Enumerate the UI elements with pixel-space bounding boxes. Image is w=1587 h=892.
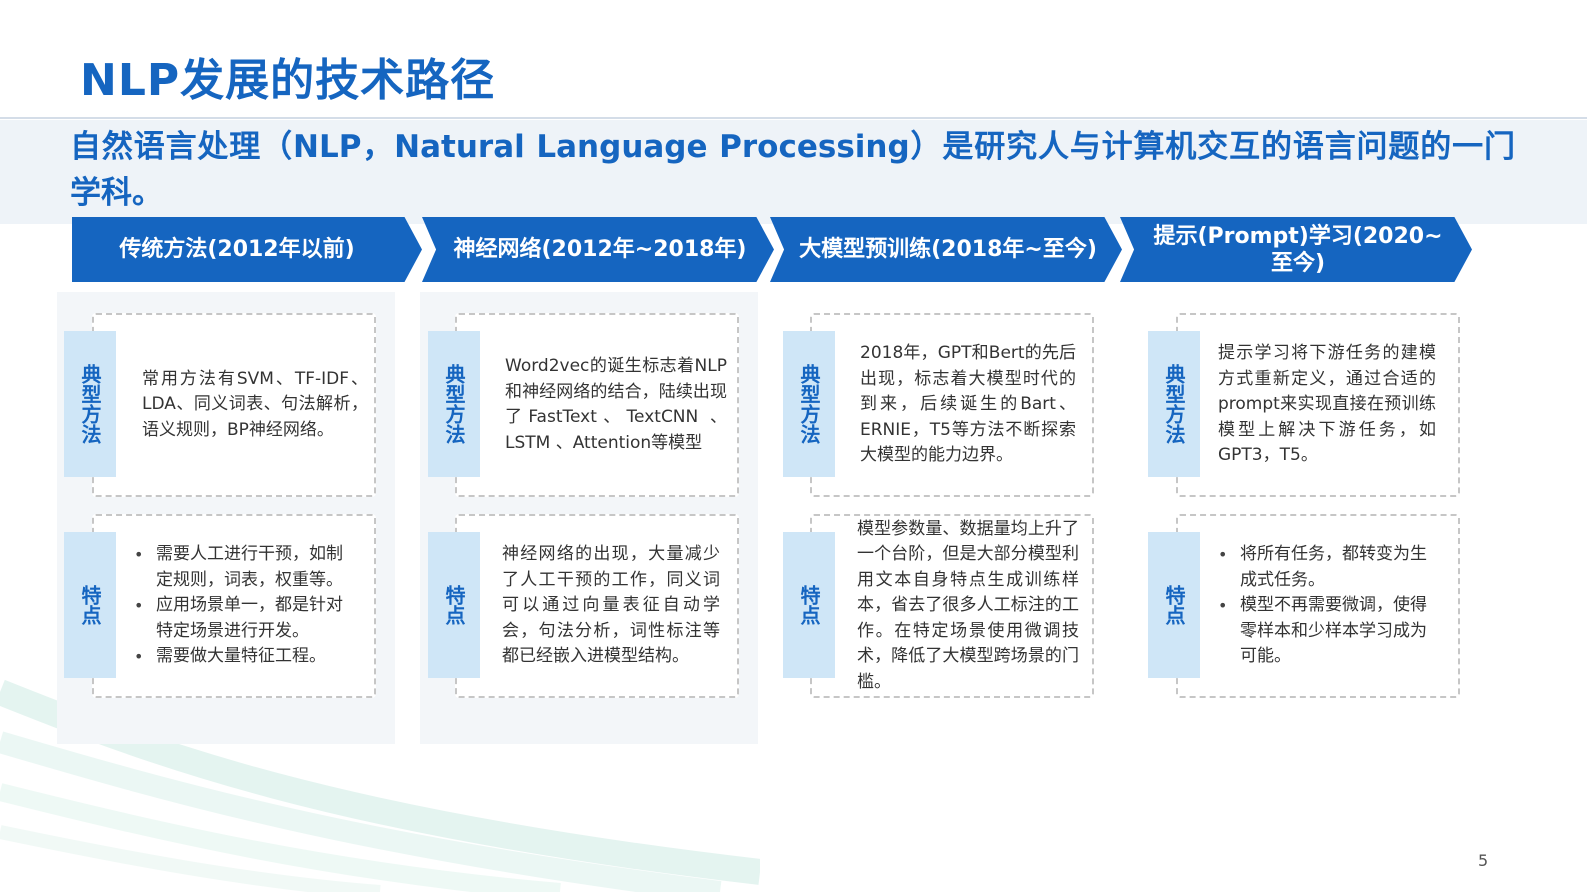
stage-2-feature-text: 神经网络的出现，大量减少了人工干预的工作，同义词可以通过向量表征自动学会，句法分… [502,544,720,667]
stage-3-method-box [810,313,1094,497]
stage-2-method-text: Word2vec的诞生标志着NLP和神经网络的结合，陆续出现了FastText、… [505,356,727,453]
list-item: 应用场景单一，都是针对特定场景进行开发。 [132,593,358,644]
page-number: 5 [1478,851,1489,870]
subtitle-band [0,120,1587,224]
stage-2-method-box [455,313,739,497]
stage-1-feature-tag: 特点 [64,532,116,678]
subtitle-definition: 自然语言处理（NLP，Natural Language Processing）是… [70,129,1515,211]
stage-1-method-box [92,313,376,497]
list-item: 模型不再需要微调，使得零样本和少样本学习成为可能。 [1216,593,1438,670]
list-item: 需要做大量特征工程。 [132,644,358,670]
stage-4-header: 提示(Prompt)学习(2020~至今) [1120,217,1472,282]
stage-1-method-tag: 典型方法 [64,331,116,477]
stage-4-method-text: 提示学习将下游任务的建模方式重新定义，通过合适的prompt来实现直接在预训练模… [1218,343,1436,466]
stage-2-feature-tag: 特点 [428,532,480,678]
stage-2-header: 神经网络(2012年~2018年) [422,217,774,282]
stage-1-feature-text: 需要人工进行干预，如制定规则，词表，权重等。 应用场景单一，都是针对特定场景进行… [132,519,358,693]
stage-1-method-text: 常用方法有SVM、TF-IDF、LDA、同义词表、句法解析，语义规则，BP神经网… [142,368,368,440]
stage-4-method-tag: 典型方法 [1148,331,1200,477]
stage-4-feature-list: 将所有任务，都转变为生成式任务。 模型不再需要微调，使得零样本和少样本学习成为可… [1216,542,1438,670]
list-item: 需要人工进行干预，如制定规则，词表，权重等。 [132,542,358,593]
stage-2-method-tag: 典型方法 [428,331,480,477]
title-divider [0,117,1587,119]
stage-1-header: 传统方法(2012年以前) [72,217,422,282]
stage-3-method-text: 2018年，GPT和Bert的先后出现，标志着大模型时代的到来，后续诞生的Bar… [860,343,1076,466]
stage-1-feature-list: 需要人工进行干预，如制定规则，词表，权重等。 应用场景单一，都是针对特定场景进行… [132,542,358,670]
stage-4-method-box [1176,313,1460,497]
stage-3-header: 大模型预训练(2018年~至今) [770,217,1122,282]
stage-4-feature-text: 将所有任务，都转变为生成式任务。 模型不再需要微调，使得零样本和少样本学习成为可… [1216,519,1438,693]
stage-4-feature-tag: 特点 [1148,532,1200,678]
stage-3-feature-text: 模型参数量、数据量均上升了一个台阶，但是大部分模型利用文本自身特点生成训练样本，… [857,518,1079,692]
page-title: NLP发展的技术路径 [80,55,496,106]
stage-3-feature-tag: 特点 [783,532,835,678]
stage-3-method-tag: 典型方法 [783,331,835,477]
list-item: 将所有任务，都转变为生成式任务。 [1216,542,1438,593]
